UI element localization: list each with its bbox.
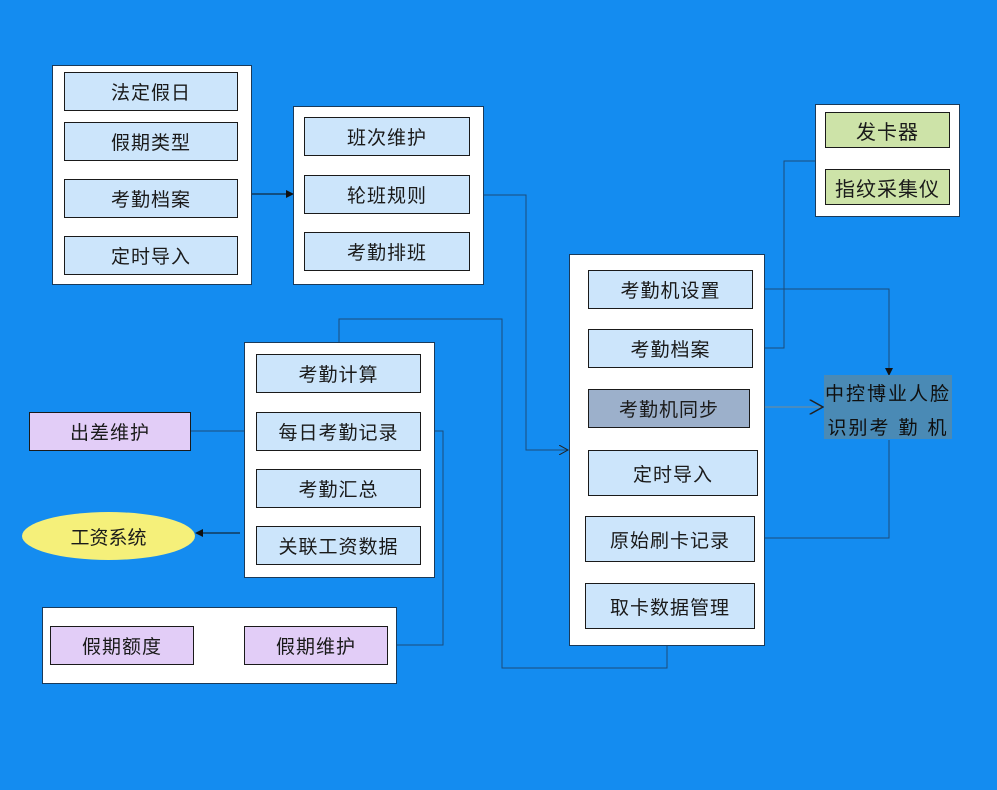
edge-face-to-raw bbox=[755, 440, 890, 538]
node-card-issuer[interactable]: 发卡器 bbox=[825, 112, 950, 148]
face-device-line2: 识别考 勤 机 bbox=[827, 417, 949, 439]
node-card-data-management[interactable]: 取卡数据管理 bbox=[585, 583, 755, 629]
edge-face-to-settings bbox=[754, 285, 890, 374]
node-raw-swipe-records[interactable]: 原始刷卡记录 bbox=[585, 516, 755, 562]
node-rotation-rule[interactable]: 轮班规则 bbox=[304, 175, 470, 214]
face-recognition-device[interactable]: 中控博业人脸 识别考 勤 机 bbox=[824, 375, 952, 439]
edge-devices-to-machine bbox=[754, 160, 816, 352]
node-scheduled-import[interactable]: 定时导入 bbox=[64, 236, 238, 275]
edge-shift-to-machine bbox=[484, 194, 568, 450]
node-daily-attendance-record[interactable]: 每日考勤记录 bbox=[256, 412, 421, 451]
node-attendance-archive[interactable]: 考勤档案 bbox=[64, 179, 238, 218]
node-attendance-calculation[interactable]: 考勤计算 bbox=[256, 354, 421, 393]
node-leave-quota[interactable]: 假期额度 bbox=[50, 626, 194, 665]
node-linked-salary-data[interactable]: 关联工资数据 bbox=[256, 526, 421, 565]
node-machine-settings[interactable]: 考勤机设置 bbox=[588, 270, 753, 309]
node-legal-holiday[interactable]: 法定假日 bbox=[64, 72, 238, 111]
node-attendance-summary[interactable]: 考勤汇总 bbox=[256, 469, 421, 508]
node-leave-maintenance[interactable]: 假期维护 bbox=[244, 626, 388, 665]
node-business-trip[interactable]: 出差维护 bbox=[29, 412, 191, 451]
node-machine-scheduled-import[interactable]: 定时导入 bbox=[588, 450, 758, 496]
node-machine-sync[interactable]: 考勤机同步 bbox=[588, 389, 750, 428]
node-attendance-schedule[interactable]: 考勤排班 bbox=[304, 232, 470, 271]
salary-system[interactable]: 工资系统 bbox=[22, 512, 195, 560]
node-fingerprint-scanner[interactable]: 指纹采集仪 bbox=[825, 169, 950, 205]
edge-machine-to-calc bbox=[338, 318, 668, 669]
node-machine-archive[interactable]: 考勤档案 bbox=[588, 329, 753, 368]
face-device-line1: 中控博业人脸 bbox=[824, 383, 951, 405]
node-leave-type[interactable]: 假期类型 bbox=[64, 122, 238, 161]
node-shift-maintenance[interactable]: 班次维护 bbox=[304, 117, 470, 156]
